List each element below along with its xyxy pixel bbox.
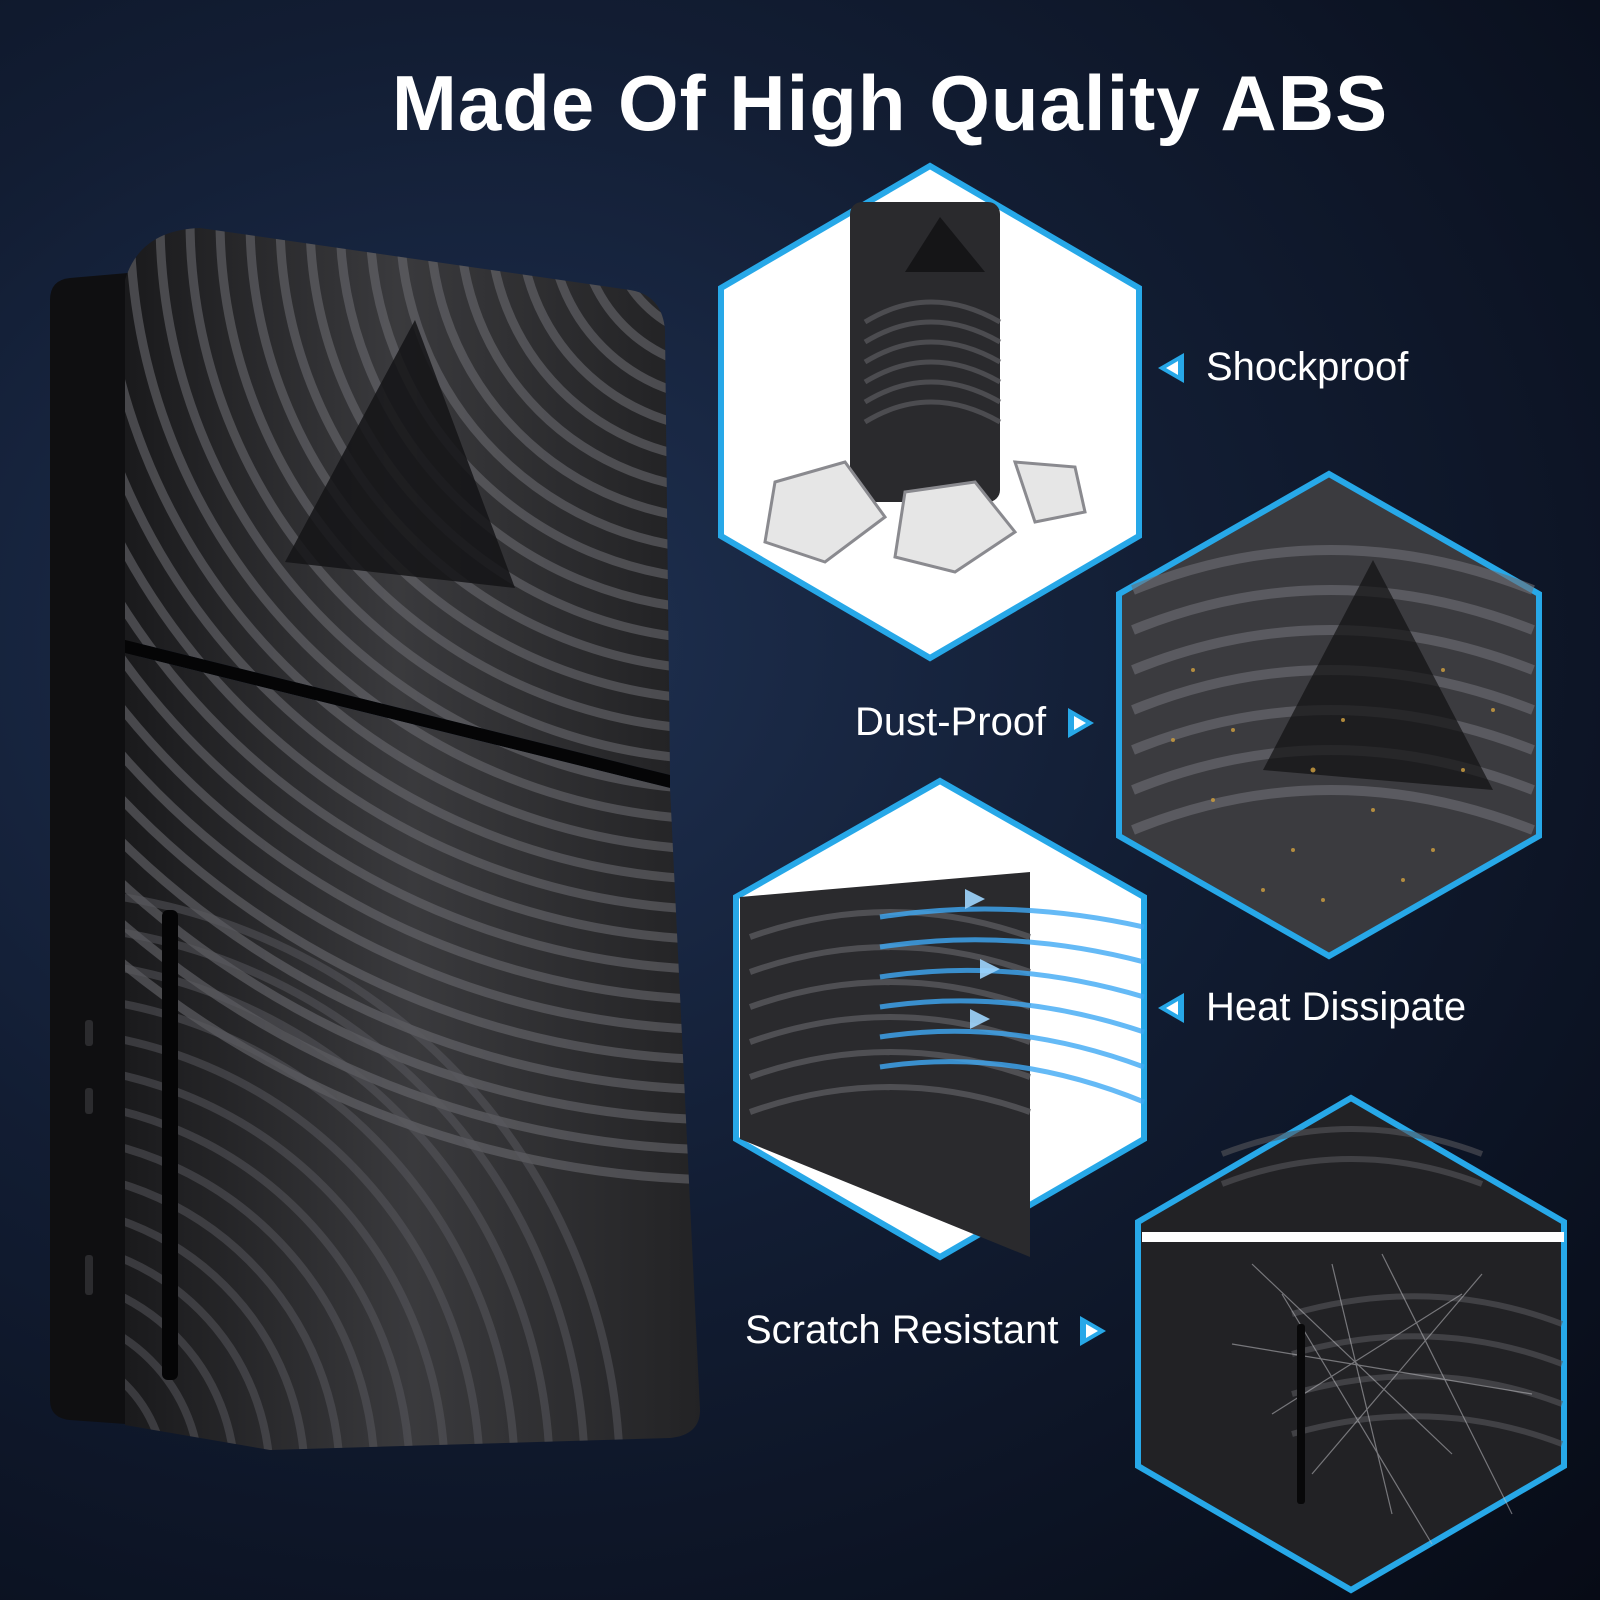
- triangle-left-icon: [1158, 352, 1184, 383]
- feature-scratch-resistant: Scratch Resistant: [745, 1308, 1107, 1353]
- feature-dust-proof: Dust-Proof: [855, 700, 1095, 745]
- feature-heat-dissipate: Heat Dissipate: [1158, 985, 1466, 1030]
- shockproof-hexagon-image: [718, 162, 1142, 662]
- triangle-left-icon: [1158, 992, 1184, 1023]
- feature-shockproof: Shockproof: [1158, 345, 1408, 390]
- scratch-resistant-hexagon-image: [1135, 1094, 1567, 1594]
- dust-proof-hexagon-image: [1116, 470, 1542, 960]
- triangle-right-icon: [1080, 1315, 1107, 1346]
- heat-dissipate-hexagon-image: [733, 777, 1147, 1261]
- console-cover-image: [50, 228, 700, 1450]
- triangle-right-icon: [1068, 707, 1095, 738]
- feature-label-scratch-resistant: Scratch Resistant: [745, 1308, 1059, 1352]
- feature-label-shockproof: Shockproof: [1206, 345, 1409, 389]
- feature-label-heat-dissipate: Heat Dissipate: [1206, 985, 1467, 1029]
- feature-label-dust-proof: Dust-Proof: [855, 700, 1047, 744]
- headline: Made Of High Quality ABS: [391, 59, 1389, 147]
